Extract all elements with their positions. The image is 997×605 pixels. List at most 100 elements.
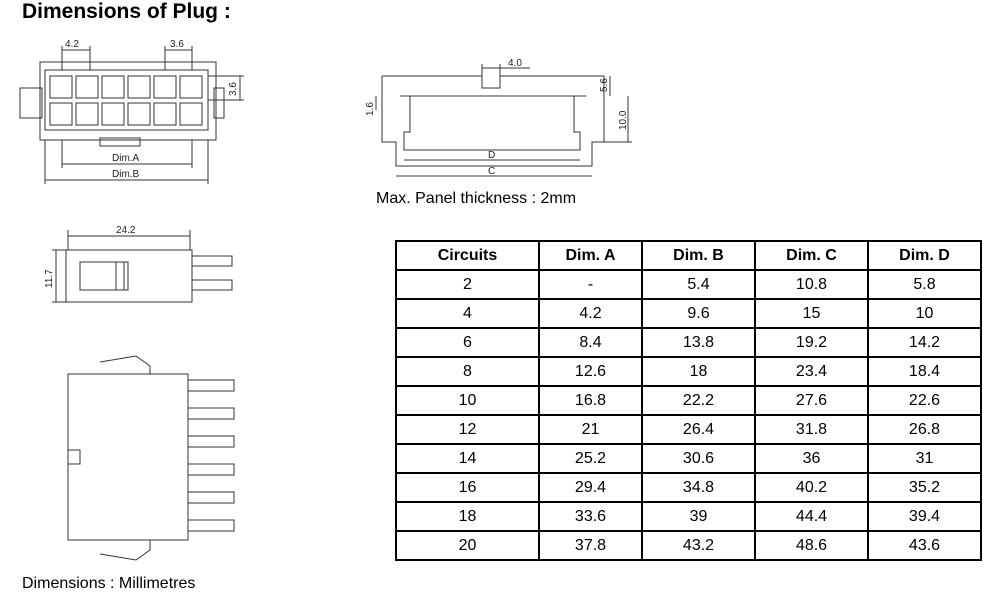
table-cell: 5.8 (867, 269, 982, 300)
contact-cavity (179, 75, 203, 99)
table-cell: 26.4 (641, 414, 756, 445)
top-view-drawing (67, 355, 235, 561)
contact-cavity (101, 75, 125, 99)
table-cell: 35.2 (867, 472, 982, 503)
table-cell: 8.4 (538, 327, 643, 358)
terminal-pin (187, 491, 235, 504)
table-cell: 23.4 (754, 356, 869, 387)
side-height-label: 11.7 (44, 269, 55, 288)
cutout-step-label: 5.6 (599, 78, 610, 92)
table-cell: 31 (867, 443, 982, 474)
table-cell: 30.6 (641, 443, 756, 474)
table-cell: 43.2 (641, 530, 756, 561)
column-header: Dim. A (538, 240, 643, 271)
column-header: Dim. B (641, 240, 756, 271)
table-cell: 4 (395, 298, 540, 329)
table-cell: 18 (395, 501, 540, 532)
table-cell: 5.4 (641, 269, 756, 300)
table-cell: 39 (641, 501, 756, 532)
terminal-pin (187, 519, 235, 532)
table-cell: 19.2 (754, 327, 869, 358)
table-cell: 48.6 (754, 530, 869, 561)
units-footer: Dimensions : Millimetres (22, 575, 196, 592)
cutout-d-label: D (488, 150, 495, 161)
cutout-c-label: C (488, 166, 495, 177)
contact-cavity (49, 102, 73, 126)
table-cell: 9.6 (641, 298, 756, 329)
table-cell: 43.6 (867, 530, 982, 561)
cutout-width-label: 4.0 (508, 58, 522, 69)
table-cell: 10 (867, 298, 982, 329)
table-cell: 44.4 (754, 501, 869, 532)
table-cell: 12 (395, 414, 540, 445)
table-cell: 20 (395, 530, 540, 561)
contact-cavity (75, 75, 99, 99)
table-cell: 37.8 (538, 530, 643, 561)
contact-cavity (153, 75, 177, 99)
table-cell: 10 (395, 385, 540, 416)
table-cell: 22.2 (641, 385, 756, 416)
table-cell: 26.8 (867, 414, 982, 445)
table-cell: 14.2 (867, 327, 982, 358)
panel-thickness-note: Max. Panel thickness : 2mm (376, 190, 577, 207)
table-cell: 18.4 (867, 356, 982, 387)
front-pitch-b-label: 3.6 (170, 39, 184, 50)
table-cell: 8 (395, 356, 540, 387)
side-view-drawing (52, 230, 233, 303)
terminal-pin (187, 435, 235, 448)
front-pitch-a-label: 4.2 (65, 39, 79, 50)
table-cell: 15 (754, 298, 869, 329)
column-header: Circuits (395, 240, 540, 271)
front-view-drawing (19, 46, 244, 184)
table-cell: 2 (395, 269, 540, 300)
table-cell: 39.4 (867, 501, 982, 532)
contact-cavity (127, 102, 151, 126)
column-header: Dim. C (754, 240, 869, 271)
table-cell: 31.8 (754, 414, 869, 445)
table-cell: 10.8 (754, 269, 869, 300)
table-cell: 21 (538, 414, 643, 445)
table-cell: 4.2 (538, 298, 643, 329)
dim-a-label: Dim.A (112, 153, 140, 164)
terminal-pin (187, 463, 235, 476)
table-cell: 34.8 (641, 472, 756, 503)
contact-cavity (101, 102, 125, 126)
contact-cavity (179, 102, 203, 126)
table-cell: 29.4 (538, 472, 643, 503)
table-cell: 22.6 (867, 385, 982, 416)
contact-cavity (49, 75, 73, 99)
table-cell: 25.2 (538, 443, 643, 474)
contact-cavity (75, 102, 99, 126)
dim-b-label: Dim.B (112, 169, 140, 180)
cutout-height-label: 10.0 (618, 110, 629, 130)
table-cell: 40.2 (754, 472, 869, 503)
terminal-pin (187, 379, 235, 392)
table-cell: - (538, 269, 643, 300)
side-length-label: 24.2 (116, 225, 136, 236)
contact-cavity (127, 75, 151, 99)
page-title: Dimensions of Plug : (22, 0, 231, 23)
table-cell: 13.8 (641, 327, 756, 358)
table-cell: 14 (395, 443, 540, 474)
table-cell: 16.8 (538, 385, 643, 416)
table-cell: 16 (395, 472, 540, 503)
table-cell: 27.6 (754, 385, 869, 416)
table-cell: 6 (395, 327, 540, 358)
column-header: Dim. D (867, 240, 982, 271)
panel-cutout-drawing (375, 64, 632, 177)
contact-cavity (153, 102, 177, 126)
terminal-pin (187, 407, 235, 420)
cutout-left-label: 1.6 (365, 102, 376, 116)
table-cell: 12.6 (538, 356, 643, 387)
